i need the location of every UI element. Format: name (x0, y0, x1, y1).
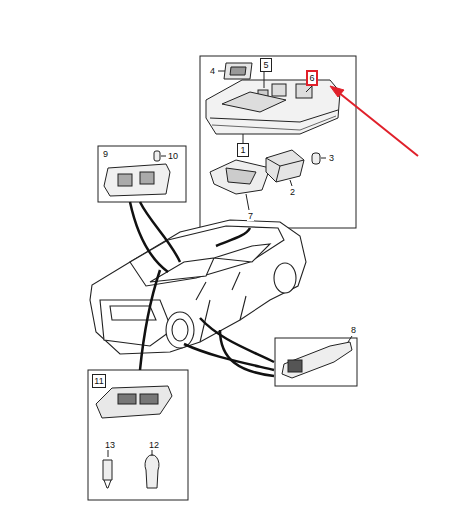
callout-number: 2 (289, 187, 296, 197)
callout-box: 11 (92, 374, 106, 388)
callout-box: 6 (306, 70, 318, 86)
callout-number: 13 (104, 440, 116, 450)
callout-number: 5 (261, 59, 271, 71)
callout-number: 3 (328, 153, 335, 163)
callout-number: 4 (209, 66, 216, 76)
callout-number: 9 (102, 149, 109, 159)
group-frame (88, 370, 188, 500)
group-frame (275, 338, 357, 386)
callout-box: 5 (260, 58, 272, 72)
callout-number: 11 (93, 375, 105, 387)
group-frame (200, 56, 356, 228)
callout-number: 6 (308, 72, 316, 84)
callout-number: 1 (238, 144, 248, 156)
callout-number: 8 (350, 325, 357, 335)
callout-number: 10 (167, 151, 179, 161)
callout-box: 1 (237, 143, 249, 157)
callout-number: 7 (247, 211, 254, 221)
group-frame (98, 146, 186, 202)
callout-number: 12 (148, 440, 160, 450)
